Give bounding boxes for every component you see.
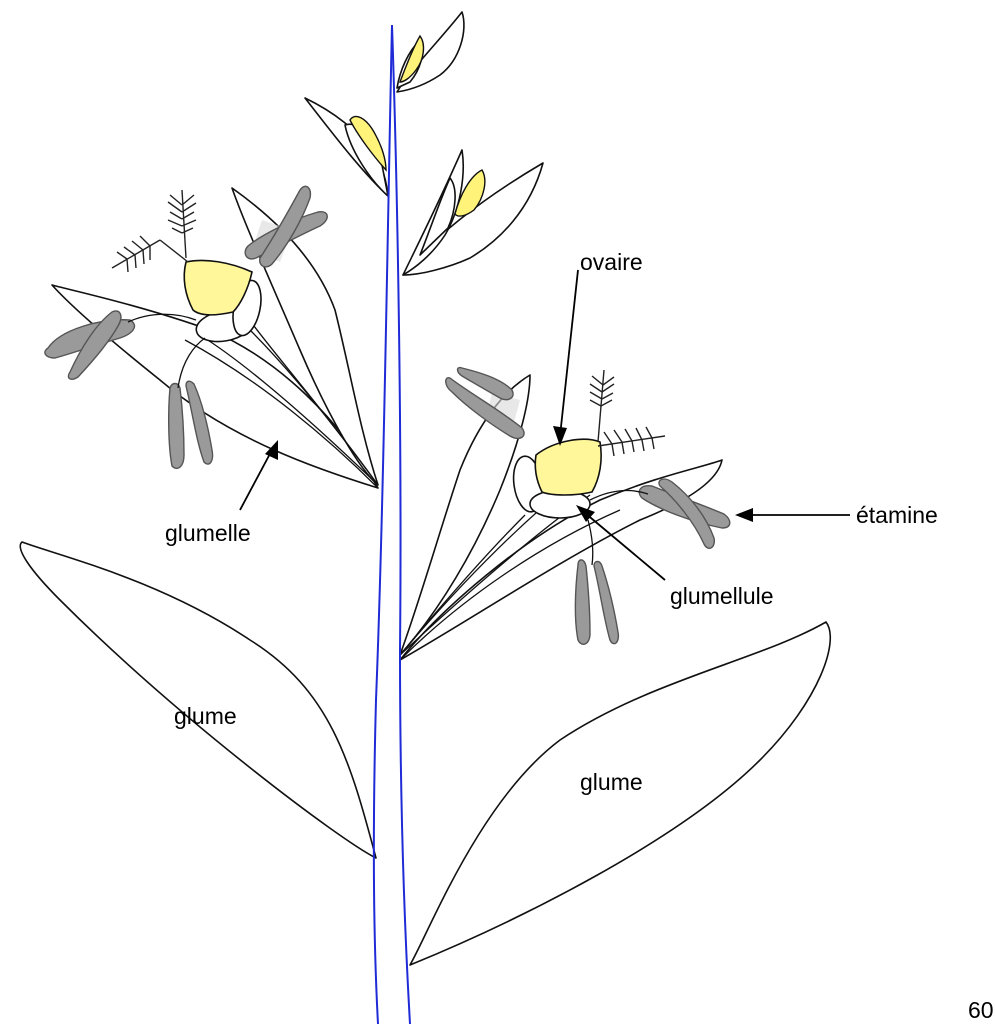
page-number: 60 — [968, 997, 994, 1023]
label-ovaire: ovaire — [580, 249, 643, 275]
glume-left — [20, 542, 376, 858]
stigma-right — [590, 370, 665, 456]
floret-right — [400, 368, 730, 660]
label-glume-left: glume — [174, 703, 237, 729]
ovary-right — [535, 439, 601, 495]
floret-upper-right — [403, 150, 543, 275]
label-glumelle: glumelle — [165, 520, 251, 546]
floret-upper-left — [305, 98, 388, 196]
floret-top — [397, 12, 464, 92]
stamen-right-3 — [575, 560, 618, 644]
floret-left — [45, 186, 378, 488]
rachis-stem-right-edge — [392, 25, 410, 1024]
arrow-ovaire — [553, 270, 578, 446]
arrow-glumelle — [240, 440, 278, 510]
label-glume-right: glume — [580, 769, 643, 795]
stigma-left — [112, 190, 196, 272]
arrow-etamine — [735, 508, 850, 522]
label-glumellule: glumellule — [670, 583, 774, 609]
label-etamine: étamine — [856, 502, 938, 528]
